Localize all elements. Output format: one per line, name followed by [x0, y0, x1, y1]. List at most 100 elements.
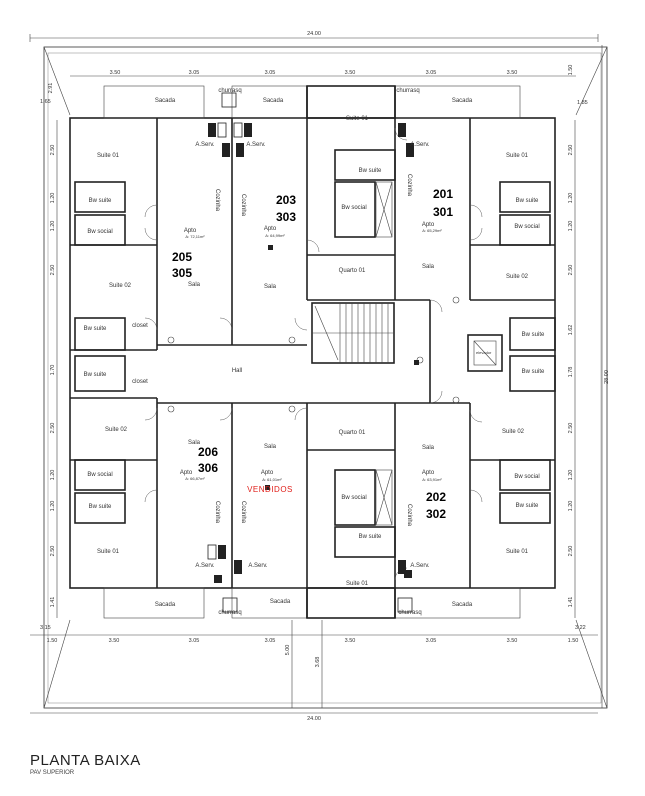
label-hall: Hall	[232, 368, 242, 374]
label-aserv-2: A.Serv.	[246, 142, 266, 148]
elevator: elevador	[467, 334, 503, 372]
label-sala-4: Sala	[188, 440, 201, 446]
dim-total-width-bottom: 24.00	[307, 716, 321, 722]
label-suite01-a: Suite 01	[97, 153, 120, 159]
label-suite01-f: Suite 01	[506, 549, 529, 555]
label-cozinha-1: Cozinha	[214, 189, 220, 212]
label-suite01-c: Suite 01	[506, 153, 529, 159]
dim-left-7: 1.20	[50, 470, 56, 481]
label-sacada-2: Sacada	[263, 98, 284, 104]
dim-right-6: 1.78	[568, 367, 574, 378]
dim-left-3: 1.20	[50, 221, 56, 232]
dim-right-185: 1.85	[577, 100, 588, 106]
label-apto-201: Apto	[422, 222, 435, 228]
unit-number-302: 302	[426, 507, 446, 521]
label-sala-2: Sala	[264, 284, 277, 290]
dimension-bottom: 1.50 3.50 3.05 3.05 3.50 3.05 3.50 1.50 …	[30, 620, 598, 722]
label-suite01-e: Suite 01	[346, 581, 369, 587]
plan-subtitle: PAV SUPERIOR	[30, 770, 75, 776]
unit-number-306: 306	[198, 461, 218, 475]
sold-status: VENDIDOS	[247, 485, 293, 494]
label-bwsocial-5: Bw social	[514, 224, 539, 230]
dim-left-8: 1.20	[50, 501, 56, 512]
label-aserv-1: A.Serv.	[195, 142, 215, 148]
plan-title: PLANTA BAIXA	[30, 752, 141, 769]
label-bwsocial-4: Bw social	[341, 495, 366, 501]
label-closet-1: closet	[132, 323, 148, 329]
label-bwsuite-8: Bw suite	[522, 332, 545, 338]
label-closet-2: closet	[132, 379, 148, 385]
label-sacada-6: Sacada	[452, 602, 473, 608]
dim-total-height: 28.00	[604, 370, 610, 384]
dim-left-10: 1.41	[50, 597, 56, 608]
unit-number-203: 203	[276, 193, 296, 207]
dim-left-1: 2.50	[50, 145, 56, 156]
unit-number-202: 202	[426, 490, 446, 504]
dim-top-1: 3.50	[110, 70, 121, 76]
dim-right-5: 1.62	[568, 325, 574, 336]
dimension-left: 2.50 1.20 1.20 2.50 1.70 2.50 1.20 1.20 …	[40, 83, 58, 618]
dim-bottom-1: 1.50	[47, 638, 58, 644]
lot-outline	[43, 46, 608, 709]
dim-left-4: 2.50	[50, 265, 56, 276]
label-suite02-c: Suite 02	[105, 427, 128, 433]
label-bwsocial-3: Bw social	[341, 205, 366, 211]
dim-right-4: 2.50	[568, 265, 574, 276]
label-aserv-6: A.Serv.	[410, 563, 430, 569]
unit-number-206: 206	[198, 445, 218, 459]
dim-misc-322: 3.22	[575, 625, 586, 631]
label-churrasq-4: churrasq	[398, 610, 421, 616]
dim-right-7: 2.50	[568, 423, 574, 434]
label-sacada-1: Sacada	[155, 98, 176, 104]
dim-right-11: 1.41	[568, 597, 574, 608]
label-aserv-5: A.Serv.	[248, 563, 268, 569]
door-swings	[144, 127, 483, 581]
label-bwsuite-2: Bw suite	[84, 326, 107, 332]
service-fixtures	[207, 92, 419, 613]
staircase	[311, 302, 395, 364]
dim-bottom-7: 3.50	[507, 638, 518, 644]
area-201: A: 65,29m²	[422, 228, 442, 233]
building-walls	[69, 85, 556, 619]
label-sacada-5: Sacada	[270, 599, 291, 605]
label-bwsuite-4: Bw suite	[89, 504, 112, 510]
dim-top-2: 3.05	[189, 70, 200, 76]
dim-right-9: 1.20	[568, 501, 574, 512]
label-suite01-d: Suite 01	[97, 549, 120, 555]
label-aserv-4: A.Serv.	[195, 563, 215, 569]
dim-left-5: 1.70	[50, 365, 56, 376]
area-204: A: 61,01m²	[262, 477, 282, 482]
dim-right-150: 1.50	[568, 65, 574, 76]
label-bwsocial-6: Bw social	[514, 474, 539, 480]
dim-misc-315: 3.15	[40, 625, 51, 631]
dim-left-165: 1.65	[40, 99, 51, 105]
label-apto-203: Apto	[264, 226, 277, 232]
label-bwsuite-7: Bw suite	[516, 198, 539, 204]
dim-bottom-4: 3.05	[265, 638, 276, 644]
label-suite02-d: Suite 02	[502, 429, 525, 435]
unit-number-303: 303	[276, 210, 296, 224]
unit-number-301: 301	[433, 205, 453, 219]
label-cozinha-5: Cozinha	[240, 501, 246, 524]
label-cozinha-4: Cozinha	[214, 501, 220, 524]
label-aserv-3: A.Serv.	[410, 142, 430, 148]
area-203: A: 64,99m²	[265, 233, 285, 238]
dim-misc-6: 3.68	[315, 657, 321, 668]
label-churrasq-3: churrasq	[218, 610, 241, 616]
label-suite01-b: Suite 01	[346, 116, 369, 122]
inner-frame	[47, 52, 602, 704]
label-cozinha-3: Cozinha	[406, 174, 412, 197]
label-churrasq-1: churrasq	[218, 88, 241, 94]
unit-number-205: 205	[172, 250, 192, 264]
dim-bottom-3: 3.05	[189, 638, 200, 644]
area-206: A: 66,87m²	[185, 476, 205, 481]
area-205: A: 72,11m²	[185, 234, 205, 239]
dim-right-2: 1.20	[568, 193, 574, 204]
dimension-right: 28.00 1.50 1.85 2.50 1.20 1.20 2.50 1.62…	[568, 45, 610, 708]
label-sala-6: Sala	[422, 445, 435, 451]
unit-number-305: 305	[172, 266, 192, 280]
dim-left-2: 1.20	[50, 193, 56, 204]
dim-bottom-5: 3.50	[345, 638, 356, 644]
area-202: A: 63,91m²	[422, 477, 442, 482]
label-sala-1: Sala	[188, 282, 201, 288]
